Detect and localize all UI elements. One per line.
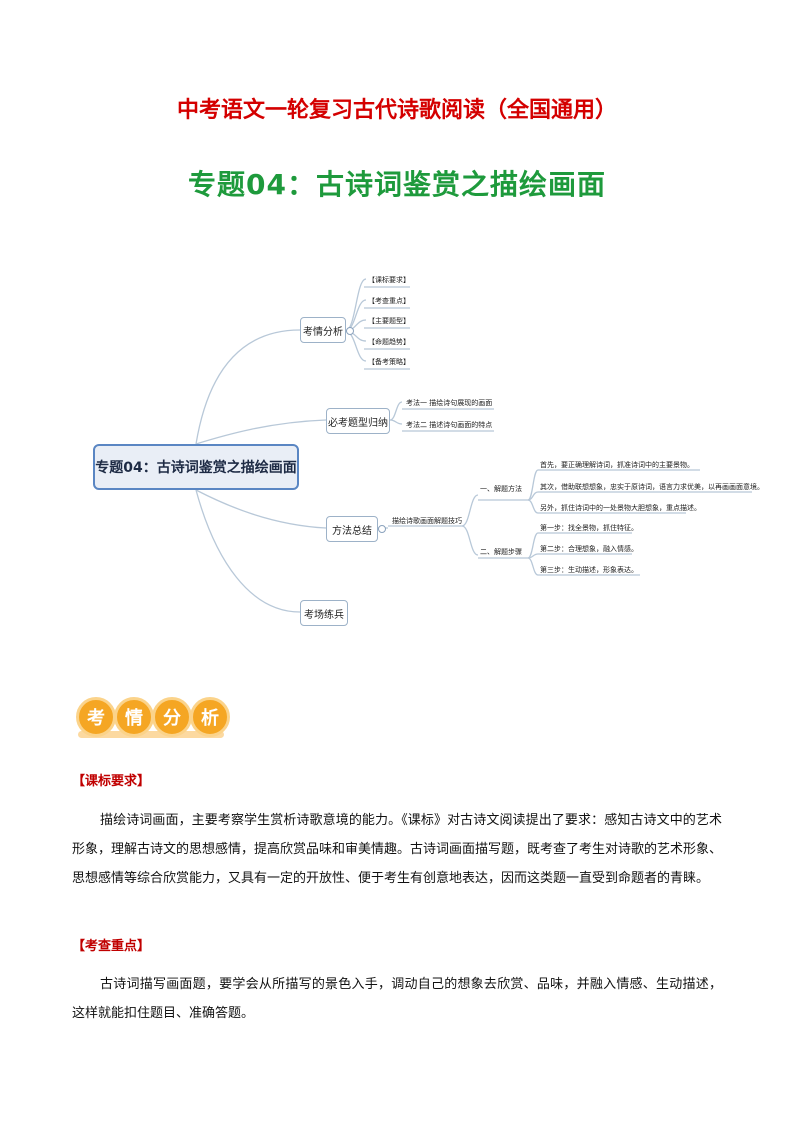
leaf-bikao-1: 考法一 描绘诗句展现的画面 xyxy=(406,399,493,407)
mind-map: 专题04：古诗词鉴赏之描绘画面 考情分析 【课标要求】 【考查重点】 【主要题型… xyxy=(0,260,794,640)
leaf-bikao-2: 考法二 描述诗句画面的特点 xyxy=(406,421,493,429)
leaf-step-3: 第三步：生动描述，形象表达。 xyxy=(540,566,638,574)
badge-char-4: 析 xyxy=(190,697,230,737)
badge-char-3: 分 xyxy=(152,697,192,737)
leaf-method-label: 一、解题方法 xyxy=(480,485,522,493)
branch-fangfa[interactable]: 方法总结 xyxy=(326,516,378,542)
branch-kaoqing[interactable]: 考情分析 xyxy=(300,317,346,343)
leaf-kaoqing-3: 【主要题型】 xyxy=(368,317,410,325)
section-text-kaocha: 古诗词描写画面题，要学会从所描写的景色入手，调动自己的想象去欣赏、品味，并融入情… xyxy=(72,977,722,1021)
badge-char-1: 考 xyxy=(76,697,116,737)
section-badge: 考 情 分 析 xyxy=(76,693,230,745)
mindmap-root[interactable]: 专题04：古诗词鉴赏之描绘画面 xyxy=(93,444,299,490)
leaf-method-1: 首先，要正确理解诗词，抓准诗词中的主要景物。 xyxy=(540,461,694,469)
branch-kaochang[interactable]: 考场练兵 xyxy=(300,600,348,626)
section-text-kebiao: 描绘诗词画面，主要考察学生赏析诗歌意境的能力。《课标》对古诗文阅读提出了要求：感… xyxy=(72,813,723,886)
leaf-method-2: 其次，借助联想想象，忠实于原诗词，语言力求优美，以再画画面意境。 xyxy=(540,483,764,491)
leaf-kaoqing-2: 【考查重点】 xyxy=(368,297,410,305)
leaf-kaoqing-1: 【课标要求】 xyxy=(368,276,410,284)
collapse-icon[interactable] xyxy=(346,327,354,335)
document-subtitle: 专题04：古诗词鉴赏之描绘画面 xyxy=(188,168,606,201)
leaf-kaoqing-4: 【命题趋势】 xyxy=(368,338,410,346)
badge-underline xyxy=(78,731,224,738)
badge-char-2: 情 xyxy=(114,697,154,737)
collapse-icon[interactable] xyxy=(378,525,386,533)
section-heading-kaocha: 【考查重点】 xyxy=(72,939,151,954)
leaf-step-label: 二、解题步骤 xyxy=(480,548,522,556)
leaf-step-1: 第一步：找全景物，抓住特征。 xyxy=(540,524,638,532)
branch-bikao[interactable]: 必考题型归纳 xyxy=(326,408,390,434)
leaf-kaoqing-5: 【备考策略】 xyxy=(368,358,410,366)
document-title: 中考语文一轮复习古代诗歌阅读（全国通用） xyxy=(176,97,617,123)
leaf-step-2: 第二步：合理想象，融入情感。 xyxy=(540,545,638,553)
leaf-method-3: 另外，抓住诗词中的一处景物大胆想象，重点描述。 xyxy=(540,504,701,512)
leaf-fangfa-sub: 描绘诗歌画面解题技巧 xyxy=(392,517,462,525)
section-heading-kebiao: 【课标要求】 xyxy=(72,774,151,789)
